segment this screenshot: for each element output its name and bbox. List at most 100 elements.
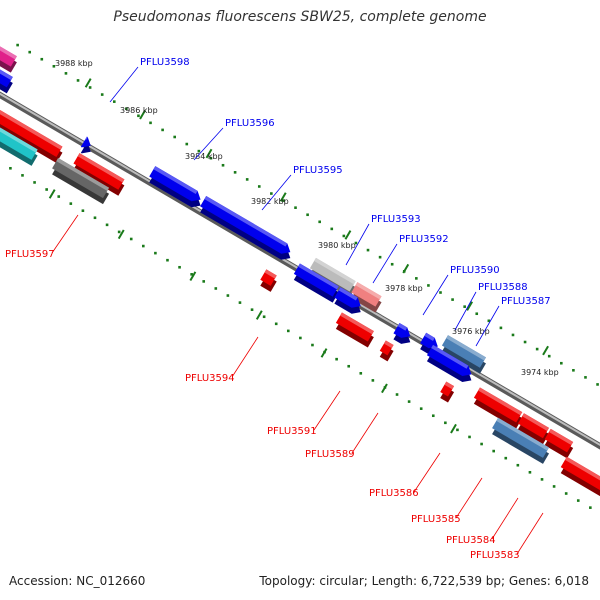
guide-dot: [142, 244, 145, 248]
gene-leader-line: [516, 512, 544, 555]
guide-dot: [427, 284, 430, 287]
gene-label-reverse[interactable]: PFLU3597: [5, 249, 55, 260]
guide-dot: [294, 206, 297, 209]
gene-face: [73, 153, 125, 190]
gene-label-reverse[interactable]: PFLU3586: [369, 488, 419, 499]
guide-dot: [88, 86, 92, 89]
gene-face: [560, 456, 600, 491]
guide-dot: [487, 319, 491, 323]
gene-face: [517, 413, 549, 439]
guide-dot: [286, 329, 290, 333]
guide-dot: [166, 258, 169, 262]
gene-face: [544, 428, 574, 453]
gene-block-forward: [80, 136, 91, 154]
guide-dot: [311, 343, 314, 347]
gene-highlight: [446, 335, 486, 361]
guide-dot: [76, 79, 80, 82]
gene-leader-line: [422, 274, 449, 316]
gene-face: [393, 322, 411, 338]
gene-label-reverse[interactable]: PFLU3583: [470, 550, 520, 561]
guide-dot: [214, 287, 218, 290]
guide-dot: [274, 322, 278, 326]
accession-label: Accession: NC_012660: [9, 574, 146, 588]
guide-dot: [547, 354, 551, 358]
gene-face: [473, 387, 523, 423]
gene-leader-line: [413, 452, 441, 493]
gene-leader-line: [454, 291, 477, 331]
gene-highlight: [564, 456, 600, 481]
guide-dot: [431, 414, 435, 418]
gene-block-forward: [393, 322, 411, 344]
gene-highlight: [77, 153, 125, 183]
guide-dot: [161, 128, 164, 132]
guide-dot: [105, 223, 109, 227]
gene-block-reverse: [473, 387, 523, 429]
gene-label-forward[interactable]: PFLU3588: [478, 282, 528, 293]
guide-dot: [173, 135, 176, 139]
ruler-label: 3974 kbp: [521, 368, 559, 377]
ruler-label: 3980 kbp: [318, 241, 356, 250]
gene-label-forward[interactable]: PFLU3598: [140, 57, 190, 68]
guide-dot: [564, 492, 568, 495]
gene-highlight: [204, 195, 288, 247]
guide-dot: [589, 506, 592, 509]
guide-dot: [93, 216, 97, 220]
gene-label-forward[interactable]: PFLU3592: [399, 234, 449, 245]
gene-label-forward[interactable]: PFLU3593: [371, 214, 421, 225]
gene-block-reverse: [440, 381, 455, 403]
gene-leader-line: [475, 305, 500, 347]
gene-highlight: [424, 332, 435, 341]
gene-label-forward[interactable]: PFLU3595: [293, 165, 343, 176]
guide-dot: [560, 361, 563, 365]
guide-dot: [282, 199, 285, 202]
guide-dot: [552, 485, 556, 488]
ruler-tick: [402, 263, 410, 274]
guide-dot: [415, 277, 418, 280]
gene-label-reverse[interactable]: PFLU3591: [267, 426, 317, 437]
ruler-tick: [344, 230, 352, 240]
guide-dot: [33, 181, 36, 184]
gene-label-reverse[interactable]: PFLU3584: [446, 535, 496, 546]
guide-dot: [149, 121, 152, 125]
gene-highlight: [0, 46, 17, 60]
guide-dot: [154, 251, 157, 255]
map-title: Pseudomonas fluorescens SBW25, complete …: [113, 9, 487, 25]
gene-label-forward[interactable]: PFLU3596: [225, 118, 275, 129]
gene-label-forward[interactable]: PFLU3587: [501, 296, 551, 307]
guide-dot: [209, 156, 213, 160]
guide-dot: [238, 301, 242, 304]
guide-dot: [330, 227, 334, 231]
gene-highlight: [548, 428, 574, 446]
gene-label-forward[interactable]: PFLU3590: [450, 265, 500, 276]
gene-leader-line: [351, 412, 379, 454]
gene-label-reverse[interactable]: PFLU3589: [305, 449, 355, 460]
guide-dot: [137, 114, 140, 118]
ruler-tick: [381, 383, 388, 394]
gene-block-pink: [351, 282, 382, 313]
guide-dot: [52, 64, 56, 68]
gene-leader-line: [193, 127, 224, 161]
gene-face: [420, 332, 438, 349]
ruler-tick: [279, 192, 287, 202]
guide-dot: [395, 393, 399, 396]
gene-highlight: [56, 157, 110, 191]
guide-dot: [419, 407, 423, 410]
gene-label-reverse[interactable]: PFLU3594: [185, 373, 235, 384]
gene-label-reverse[interactable]: PFLU3585: [411, 514, 461, 525]
guide-dot: [540, 478, 544, 481]
guide-dot: [202, 280, 206, 283]
gene-block-steelblue: [492, 417, 550, 464]
ruler-tick: [205, 148, 213, 159]
guide-dot: [57, 195, 61, 198]
gene-face: [351, 282, 382, 307]
gene-block-darkgray: [52, 157, 110, 205]
gene-block-forward: [149, 166, 201, 208]
gene-block-reverse: [544, 428, 574, 459]
topology-label: Topology: circular; Length: 6,722,539 bp…: [259, 574, 589, 588]
guide-dot: [245, 178, 249, 181]
guide-dot: [366, 248, 370, 252]
guide-dot: [584, 376, 587, 379]
gene-highlight: [85, 136, 88, 141]
guide-dot: [342, 234, 346, 238]
